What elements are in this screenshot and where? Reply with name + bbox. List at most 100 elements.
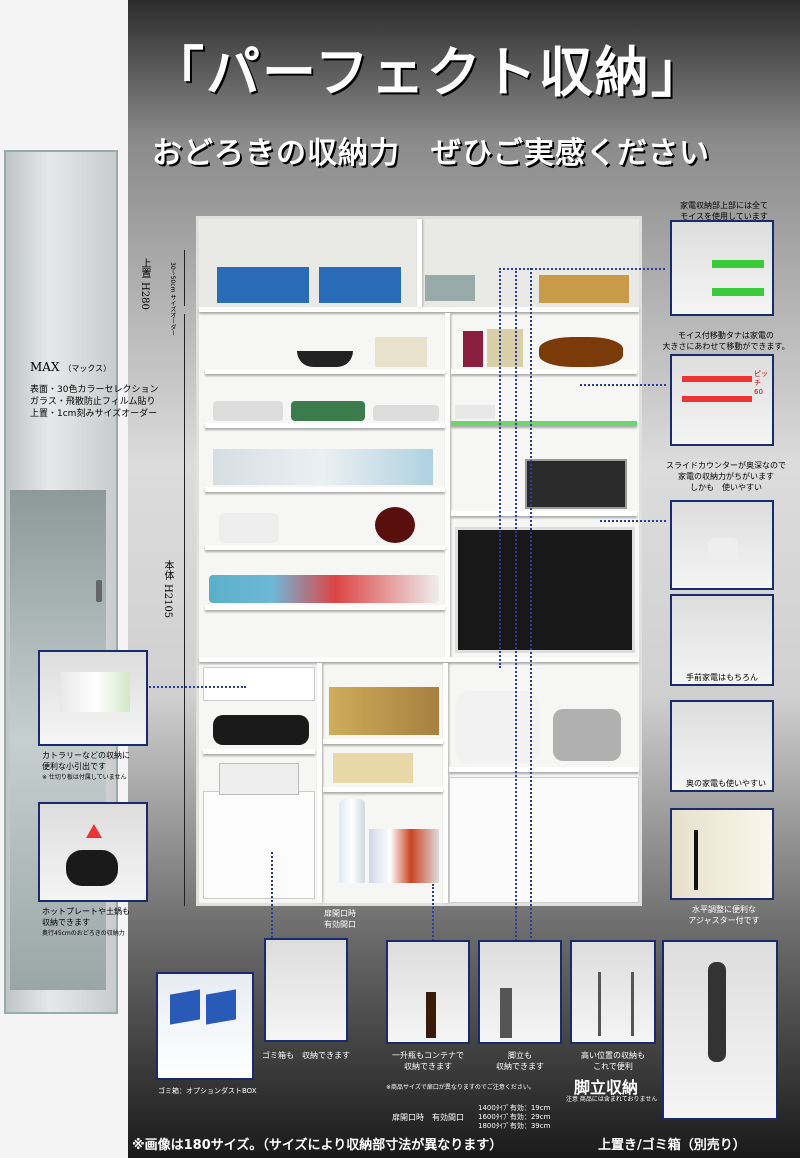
body-dimension-line — [184, 314, 185, 906]
storage-box — [217, 267, 309, 303]
front-appliance-caption: 手前家電はもちろん — [686, 673, 758, 682]
back-appliance-caption: 奥の家電も使いやすい — [686, 779, 766, 788]
bottle-photo — [386, 940, 470, 1044]
stool-item — [500, 988, 512, 1038]
hotplate — [213, 715, 309, 745]
adjuster-photo — [670, 808, 774, 900]
dust-box-drawer — [203, 791, 315, 899]
door-open-label: 扉開口時 有効間口 — [324, 909, 356, 929]
lower-drawer — [449, 777, 639, 903]
hotplate-item — [66, 850, 118, 886]
door-handle-icon — [96, 580, 102, 602]
bottle — [339, 799, 365, 883]
width-item: 1400ﾀｲﾌﾟ有効：19cm — [478, 1104, 551, 1112]
stepladder-photo — [570, 940, 656, 1044]
container — [333, 753, 413, 783]
slide-counter — [449, 767, 639, 772]
connector-line — [530, 268, 532, 958]
hotplate-photo — [38, 802, 148, 902]
connector-line — [432, 884, 434, 944]
width-item: 1600ﾀｲﾌﾟ有効：29cm — [478, 1113, 551, 1121]
connector-line — [600, 520, 666, 522]
bowls — [219, 513, 279, 543]
cutlery-tray — [60, 672, 130, 712]
body-height: H2105 — [162, 584, 173, 619]
pitch-label: ピッチ 60 — [754, 370, 768, 396]
cupboard-cabinet — [196, 216, 642, 906]
stepladder — [598, 972, 634, 1036]
canister — [463, 331, 483, 367]
widths-list: 1400ﾀｲﾌﾟ有効：19cm 1600ﾀｲﾌﾟ有効：29cm 1800ﾀｲﾌﾟ… — [478, 1104, 550, 1131]
adjuster-caption: 水平調整に便利な アジャスター付です — [688, 905, 760, 925]
width-item: 1800ﾀｲﾌﾟ有効：39cm — [478, 1122, 551, 1130]
storage-box — [319, 267, 401, 303]
footer-option: 上置き/ゴミ箱（別売り） — [598, 1138, 746, 1153]
storage-box — [425, 275, 475, 301]
bowls — [455, 405, 495, 419]
person — [708, 962, 726, 1062]
stool-storage-caption: 脚立も 収納できます — [496, 1051, 544, 1071]
plates — [213, 401, 283, 421]
toaster-oven — [525, 459, 627, 509]
center-divider — [445, 313, 450, 663]
dust-box-photo — [156, 972, 254, 1080]
hotplate-caption: ホットプレートや土鍋も 収納できます — [42, 907, 130, 927]
shelf — [205, 487, 445, 492]
front-appliance-photo: 手前家電はもちろん — [670, 594, 774, 686]
footer-note: ※画像は180サイズ。（サイズにより収納部寸法が異なります） — [132, 1138, 503, 1153]
green-plates — [291, 401, 365, 421]
page-subtitle: おどろきの収納力 ぜひご実感ください — [152, 136, 710, 171]
dust-drawer-photo — [264, 938, 348, 1042]
bowl-dark — [375, 507, 415, 543]
product-name-kana: （マックス） — [63, 364, 112, 373]
pot — [708, 538, 738, 566]
moise-shelf-caption: モイス付移動タナは家電の 大きさにあわせて移動ができます。 — [662, 331, 790, 351]
stool-note: 注意 商品には含まれておりません — [566, 1096, 658, 1103]
moise-top-caption: 家電収納部上部には全て モイスを使用しています — [680, 201, 768, 221]
dust-option-caption: ゴミ箱：オプションダストBOX — [158, 1087, 257, 1095]
top-label: 上置 — [139, 258, 150, 278]
microwave — [455, 527, 635, 653]
person-ladder-photo — [662, 940, 778, 1120]
top-dimension-line — [184, 250, 185, 306]
top-range-text: 30～50cm — [169, 262, 176, 293]
counter-shelf — [199, 657, 639, 662]
back-appliance-photo: 奥の家電も使いやすい — [670, 700, 774, 792]
cutlery-note: ※ 仕切り板は付属していません — [42, 774, 127, 781]
slide-counter-photo — [670, 500, 774, 590]
top-shelf — [199, 307, 639, 312]
stool-title: 脚立収納 — [574, 1078, 639, 1097]
connector-line — [499, 268, 665, 270]
glasses — [213, 449, 433, 485]
door-open-widths-label: 扉開口時 有効間口 — [392, 1113, 464, 1122]
plates — [373, 405, 439, 421]
shelf — [451, 369, 637, 374]
green-panel — [712, 260, 764, 268]
rice-cooker — [553, 709, 621, 761]
connector-line — [146, 686, 246, 688]
product-info: MAX （マックス） 表面・30色カラーセレクション ガラス・飛散防止フィルム貼… — [30, 360, 158, 420]
top-divider — [417, 219, 422, 307]
body-label: 本体 — [162, 560, 173, 580]
electric-pot — [455, 691, 539, 763]
shelf-strip — [682, 376, 752, 382]
green-panel — [712, 288, 764, 296]
storage-box — [539, 275, 629, 303]
product-feature: 表面・30色カラーセレクション — [30, 385, 159, 395]
cans — [369, 829, 439, 883]
cutlery-caption: カトラリーなどの収納に 便利な小引出です — [42, 751, 130, 771]
high-storage-caption: 高い位置の収納も これで便利 — [581, 1051, 645, 1071]
cutlery-drawer-photo — [38, 650, 148, 746]
shelf-strip — [682, 396, 752, 402]
basket — [539, 337, 623, 367]
dust-lid — [206, 989, 236, 1025]
dust-box-caption: ゴミ箱も 収納できます — [262, 1051, 350, 1060]
shelf — [205, 369, 445, 374]
top-dimension: 上置 H280 — [139, 258, 153, 310]
stool-storage-photo — [478, 940, 562, 1044]
slide-counter-caption: スライドカウンターが奥深なので 家電の収納力がちがいます しかも 使いやすい — [666, 461, 786, 492]
connector-line — [515, 268, 517, 956]
moise-top-photo — [670, 220, 774, 316]
driver — [694, 830, 698, 890]
box — [487, 329, 523, 367]
